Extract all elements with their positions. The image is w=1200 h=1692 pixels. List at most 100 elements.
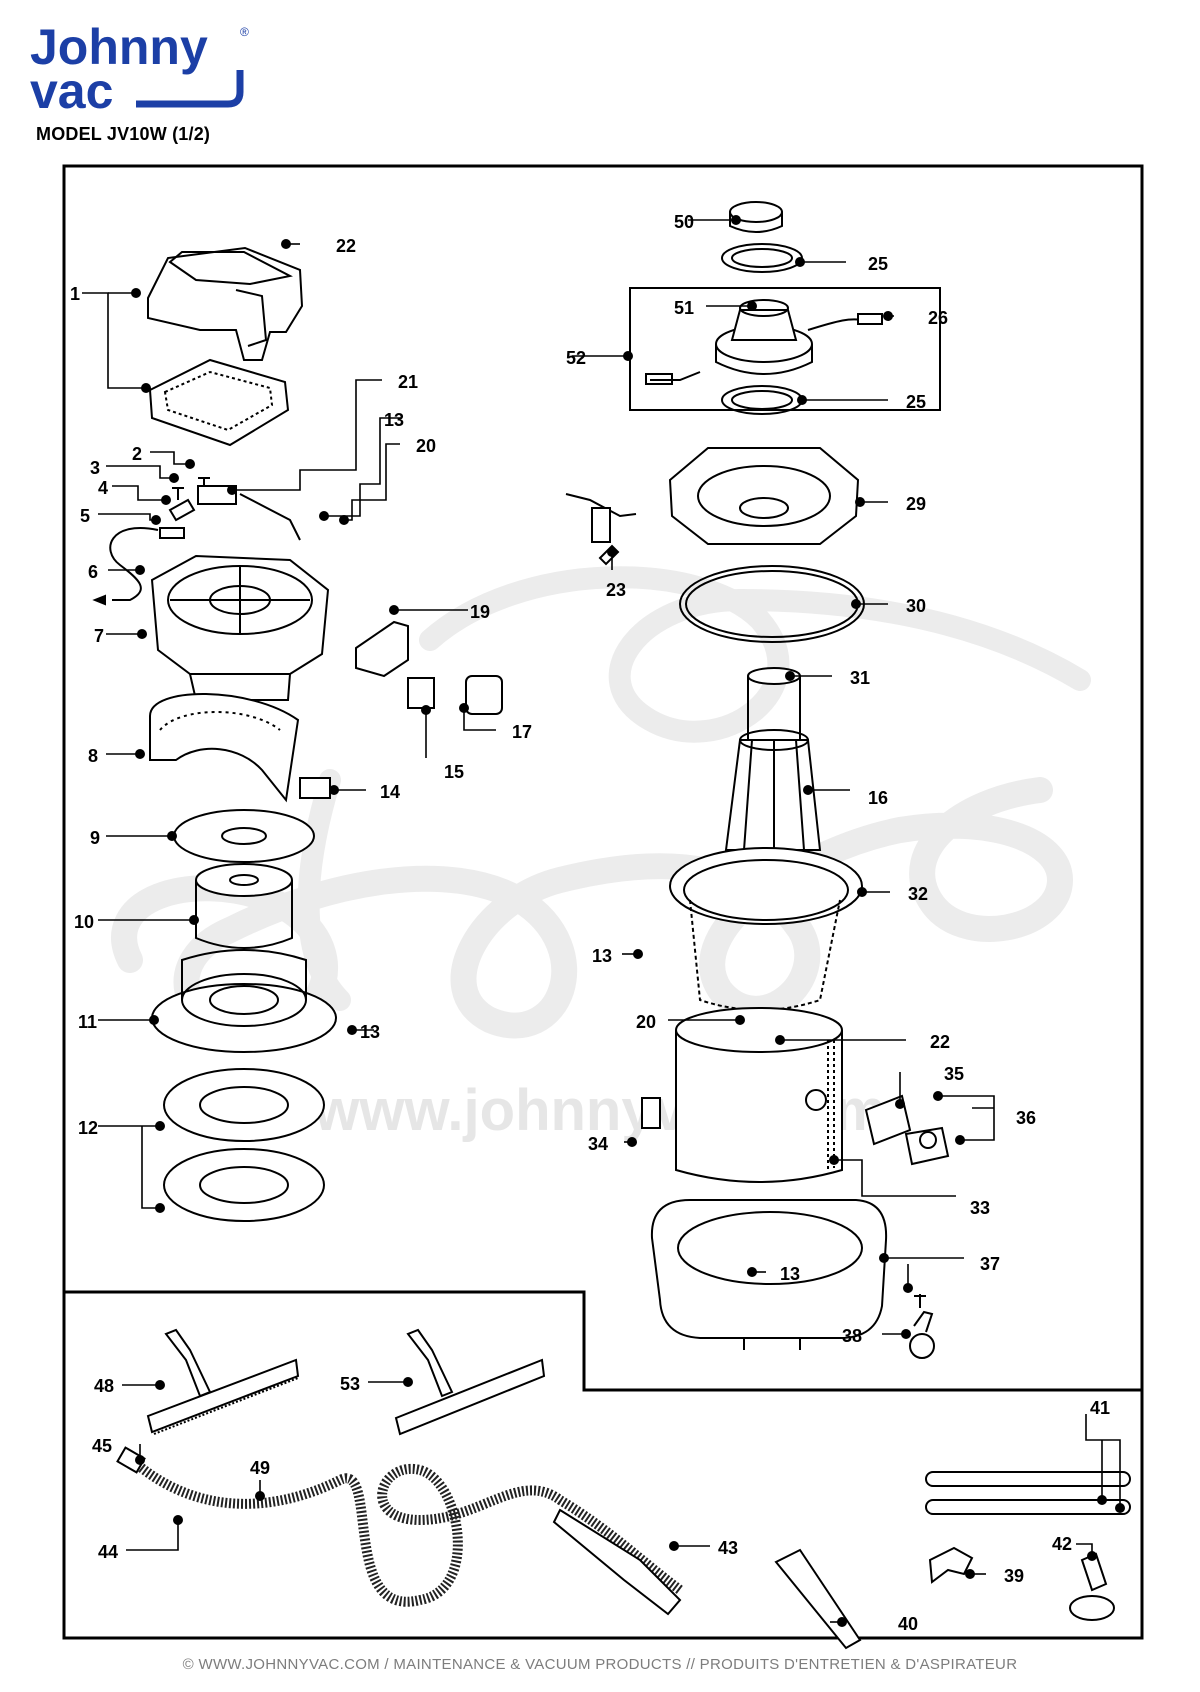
callout-33: 33: [970, 1198, 990, 1218]
callout-40: 40: [898, 1614, 918, 1634]
callout-17: 17: [512, 722, 532, 742]
callout-29: 29: [906, 494, 926, 514]
registered-mark: ®: [240, 25, 249, 39]
callout-20-b: 20: [636, 1012, 656, 1032]
callout-42: 42: [1052, 1534, 1072, 1554]
caster-wheel: [909, 1294, 935, 1359]
logo-text-line2: vac: [30, 63, 113, 118]
callout-12: 12: [78, 1118, 98, 1138]
power-cord: [92, 527, 185, 606]
floor-tool-squeegee: [394, 1328, 546, 1436]
rocker-switch: [407, 677, 435, 709]
callout-9: 9: [90, 828, 100, 848]
motor-bushing: [729, 201, 783, 233]
callout-19: 19: [470, 602, 490, 622]
floor-tool-brush: [146, 1328, 300, 1435]
callout-37: 37: [980, 1254, 1000, 1274]
callout-50: 50: [674, 212, 694, 232]
callout-numbers: 1 2 3 4 5 6 7 8 9 10 11 12 13 13 13 13 1…: [70, 212, 1110, 1634]
tank-latch: [641, 1097, 661, 1129]
motor-housing-base: [150, 554, 330, 701]
callout-34: 34: [588, 1134, 608, 1154]
callout-13-b: 13: [360, 1022, 380, 1042]
callout-35: 35: [944, 1064, 964, 1084]
leader-dots: [131, 215, 1125, 1627]
extension-wand-1: [925, 1471, 1131, 1487]
motor-assembly-frame: [629, 287, 941, 411]
float-cage: [724, 729, 822, 851]
callout-44: 44: [98, 1542, 118, 1562]
crevice-tool: [774, 1548, 862, 1650]
callout-13-a: 13: [384, 410, 404, 430]
callout-25-b: 25: [906, 392, 926, 412]
upholstery-tool: [928, 1546, 974, 1584]
callout-38: 38: [842, 1326, 862, 1346]
callout-23: 23: [606, 580, 626, 600]
callout-14: 14: [380, 782, 400, 802]
small-screws: [168, 477, 301, 541]
callout-16: 16: [868, 788, 888, 808]
callout-7: 7: [94, 626, 104, 646]
johnny-vac-logo: Johnny vac ®: [28, 18, 258, 119]
dolly-base: [650, 1199, 888, 1350]
motor-head: [668, 447, 860, 545]
callout-13-d: 13: [780, 1264, 800, 1284]
callout-10: 10: [74, 912, 94, 932]
foam-gaskets: [163, 1068, 325, 1222]
callout-2: 2: [132, 444, 142, 464]
callout-39: 39: [1004, 1566, 1024, 1586]
callout-22-b: 22: [930, 1032, 950, 1052]
page-footer: © WWW.JOHNNYVAC.COM / MAINTENANCE & VACU…: [182, 1656, 1018, 1673]
callout-25-a: 25: [868, 254, 888, 274]
callout-15: 15: [444, 762, 464, 782]
callout-6: 6: [88, 562, 98, 582]
filter-bag-ring: [669, 847, 863, 1011]
callout-41: 41: [1090, 1398, 1110, 1418]
callout-26: 26: [928, 308, 948, 328]
foam-ring: [149, 693, 300, 803]
vacuum-motor: [715, 299, 813, 375]
callout-1: 1: [70, 284, 80, 304]
callout-22-a: 22: [336, 236, 356, 256]
lid-cover: [147, 246, 304, 361]
logo-swoosh: [136, 70, 244, 108]
connector-terminal: [857, 313, 883, 325]
hose-cuff: [116, 1446, 146, 1474]
callout-13-c: 13: [592, 946, 612, 966]
callout-52: 52: [566, 348, 586, 368]
callout-11: 11: [78, 1012, 97, 1032]
switch-block: [299, 777, 331, 799]
handle-knob: [904, 1126, 950, 1166]
callout-32: 32: [908, 884, 928, 904]
callout-31: 31: [850, 668, 870, 688]
callout-51: 51: [674, 298, 694, 318]
diagram-frame: [62, 164, 1144, 1640]
callout-5: 5: [80, 506, 90, 526]
filter-cage: [151, 949, 337, 1053]
callout-49: 49: [250, 1458, 270, 1478]
switch-bracket: [355, 620, 409, 678]
filter-plate: [148, 358, 290, 447]
logo-text-line1: Johnny: [30, 19, 208, 75]
callout-4: 4: [98, 478, 108, 498]
callout-21: 21: [398, 372, 418, 392]
dusting-brush: [1069, 1552, 1115, 1621]
logo-graphic: Johnny vac ®: [30, 19, 249, 119]
hose: [128, 1456, 684, 1607]
callout-43: 43: [718, 1538, 738, 1558]
callout-3: 3: [90, 458, 100, 478]
callout-20-a: 20: [416, 436, 436, 456]
callout-36: 36: [1016, 1108, 1036, 1128]
model-label: MODEL JV10W (1/2): [36, 124, 211, 144]
callout-48: 48: [94, 1376, 114, 1396]
extension-wand-2: [925, 1499, 1131, 1515]
switch-gasket: [465, 675, 503, 715]
wiring-harness: [565, 493, 637, 566]
cylinder-filter: [195, 863, 293, 949]
callout-30: 30: [906, 596, 926, 616]
callout-45: 45: [92, 1436, 112, 1456]
callout-53: 53: [340, 1374, 360, 1394]
recovery-tank: [675, 1007, 843, 1183]
motor-lead: [807, 318, 863, 331]
